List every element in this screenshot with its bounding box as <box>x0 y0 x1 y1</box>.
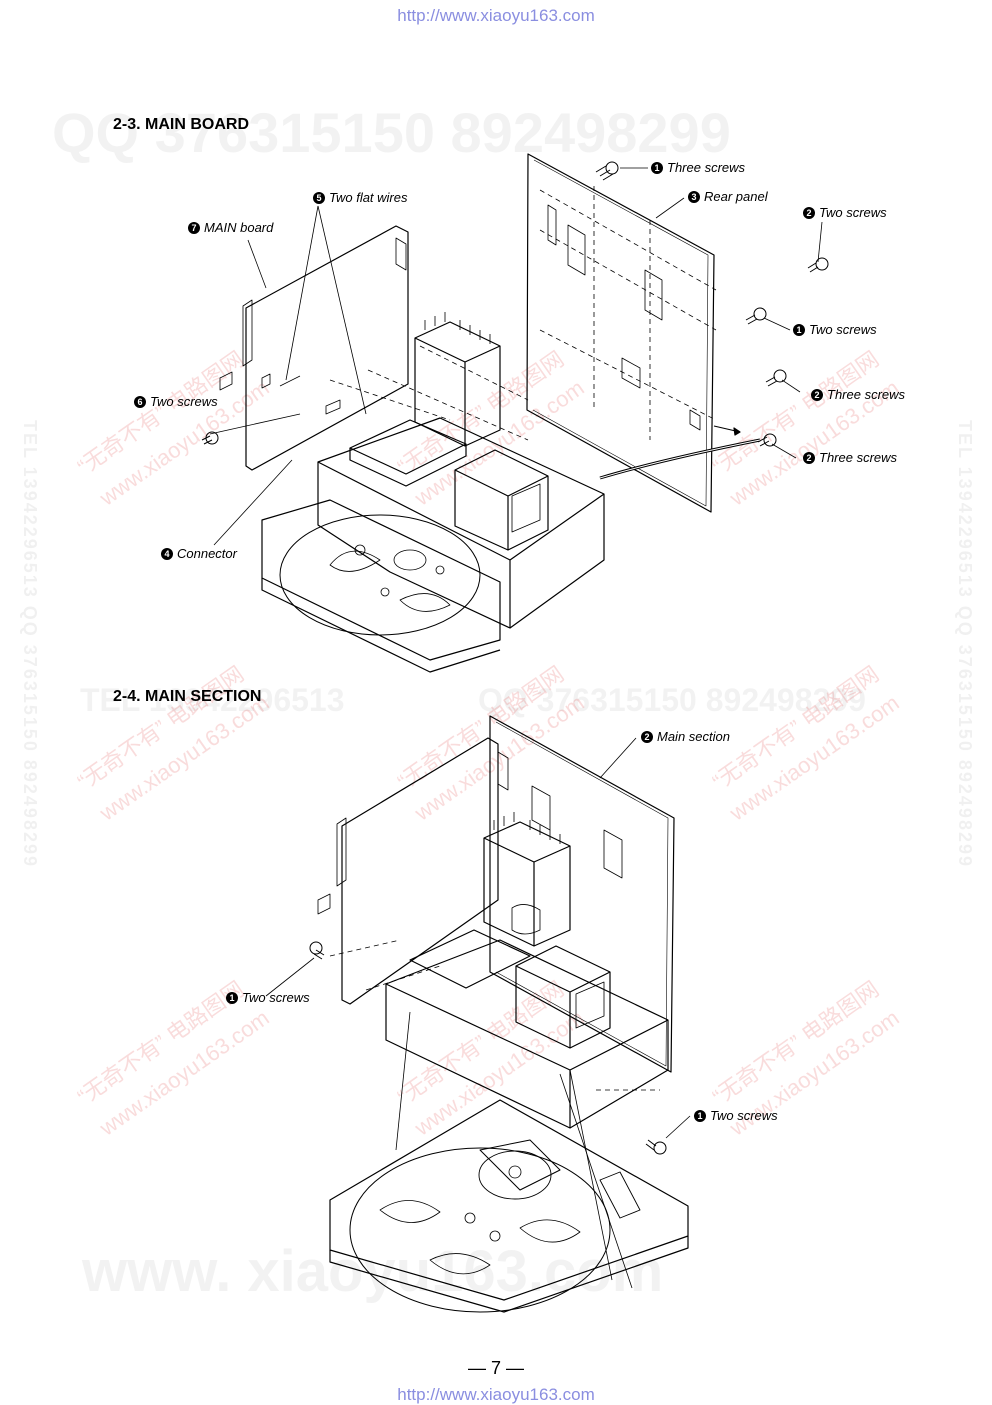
screw-icons <box>201 161 829 447</box>
callout-number: 1 <box>651 161 663 174</box>
callout-number: 1 <box>226 991 238 1004</box>
callout-number: 7 <box>188 221 200 234</box>
disc-tray-drawing <box>261 499 501 661</box>
callout-label: Two screws <box>819 205 887 220</box>
callout-label: Three screws <box>667 160 746 175</box>
watermark-bottom-site: www. xiaoyu163.com <box>82 1239 664 1304</box>
callout-number: 6 <box>134 395 146 408</box>
callout-main-section: 2 Main section <box>641 729 730 744</box>
callout-two-screws-left-section: 1 Two screws <box>226 990 310 1005</box>
callout-label: Three screws <box>827 387 906 402</box>
callout-main-board: 7 MAIN board <box>188 220 273 235</box>
callout-connector: 4 Connector <box>161 546 237 561</box>
callout-number: 1 <box>694 1109 706 1122</box>
callout-three-screws-mid: 2 Three screws <box>811 387 905 402</box>
callout-number: 2 <box>811 388 823 401</box>
callout-label: Two flat wires <box>329 190 408 205</box>
page-number: — 7 — <box>467 1358 524 1378</box>
section-heading-main-board: 2-3. MAIN BOARD <box>113 116 250 133</box>
callout-label: Two screws <box>809 322 877 337</box>
callout-label: Rear panel <box>704 189 768 204</box>
callout-number: 2 <box>803 206 815 219</box>
callout-number: 4 <box>161 547 173 560</box>
callout-two-screws-mid: 1 Two screws <box>793 322 877 337</box>
callout-label: Connector <box>177 546 237 561</box>
watermark-tel-mid: TEL 13942296513 <box>80 682 345 718</box>
rear-panel-drawing <box>526 153 715 513</box>
callout-number: 2 <box>641 730 653 743</box>
watermark-qq-top: QQ 376315150 892498299 <box>52 101 731 164</box>
callout-number: 2 <box>803 451 815 464</box>
callout-three-screws-top: 1 Three screws <box>651 160 745 175</box>
callout-two-screws-left: 6 Two screws <box>134 394 218 409</box>
callout-label: Two screws <box>150 394 218 409</box>
main-section-assembly-drawing <box>489 715 675 1073</box>
callout-three-screws-lower: 2 Three screws <box>803 450 897 465</box>
footer-url[interactable]: http://www.xiaoyu163.com <box>397 1385 595 1404</box>
callout-two-screws-right: 2 Two screws <box>803 205 887 220</box>
main-section-diagram <box>265 715 691 1313</box>
callout-two-screws-right-section: 1 Two screws <box>694 1108 778 1123</box>
callout-two-flat-wires: 5 Two flat wires <box>313 190 408 205</box>
main-chassis-drawing <box>317 417 605 629</box>
watermark-qq-mid: QQ 376315150 892498299 <box>478 682 866 718</box>
main-board-diagram <box>201 153 829 673</box>
callout-number: 1 <box>793 323 805 336</box>
callout-label: Three screws <box>819 450 898 465</box>
header-url[interactable]: http://www.xiaoyu163.com <box>397 6 595 25</box>
callout-number: 5 <box>313 191 325 204</box>
callout-label: Two screws <box>242 990 310 1005</box>
callout-label: Main section <box>657 729 730 744</box>
callout-label: Two screws <box>710 1108 778 1123</box>
main-board-pcb-drawing <box>245 225 409 471</box>
section-heading-main-section: 2-4. MAIN SECTION <box>113 688 262 705</box>
callout-rear-panel: 3 Rear panel <box>688 189 768 204</box>
callout-number: 3 <box>688 190 700 203</box>
callout-label: MAIN board <box>204 220 274 235</box>
